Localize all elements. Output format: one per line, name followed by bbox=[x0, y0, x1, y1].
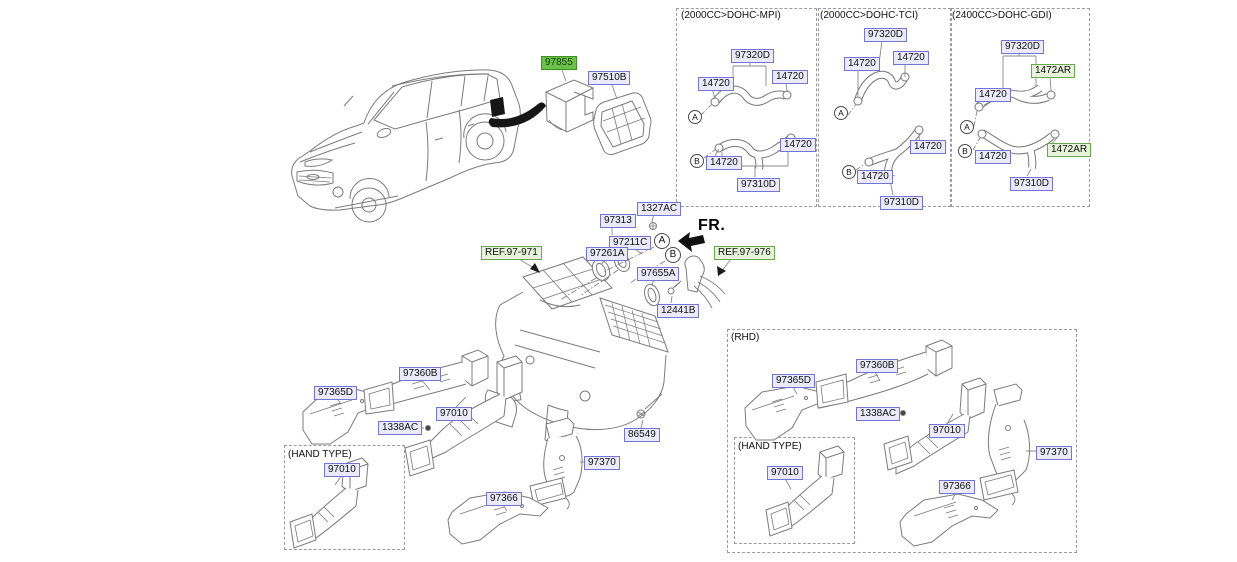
ref-label-97-976[interactable]: REF.97-976 bbox=[714, 246, 775, 260]
hand-type-header-rhd: (HAND TYPE) bbox=[738, 441, 802, 452]
rhd-header: (RHD) bbox=[731, 332, 760, 343]
part-label-14720-tci-1[interactable]: 14720 bbox=[844, 57, 880, 71]
part-label-97655A[interactable]: 97655A bbox=[637, 267, 680, 281]
part-label-14720-mpi-1[interactable]: 14720 bbox=[698, 77, 734, 91]
vehicle-drawing bbox=[291, 69, 521, 223]
marker-a-mpi: A bbox=[688, 110, 702, 124]
fr-direction-label: FR. bbox=[698, 217, 726, 234]
part-label-97310D-tci[interactable]: 97310D bbox=[880, 196, 924, 210]
part-97510B-drawing bbox=[593, 92, 652, 156]
part-label-14720-gdi-1[interactable]: 14720 bbox=[975, 88, 1011, 102]
part-label-97320D-tci[interactable]: 97320D bbox=[864, 28, 908, 42]
marker-a-gdi: A bbox=[960, 120, 974, 134]
variant-tci-hoses-drawing bbox=[853, 70, 924, 174]
variant-header-mpi: (2000CC>DOHC-MPI) bbox=[681, 10, 781, 21]
leader-lines bbox=[334, 39, 1058, 512]
part-label-97855-selected[interactable]: 97855 bbox=[541, 56, 577, 70]
part-label-97366-lhd[interactable]: 97366 bbox=[486, 492, 522, 506]
fr-arrow-icon bbox=[678, 232, 705, 252]
part-label-97010-hand-rhd[interactable]: 97010 bbox=[767, 466, 803, 480]
part-label-97366-rhd[interactable]: 97366 bbox=[939, 480, 975, 494]
part-label-97010-rhd[interactable]: 97010 bbox=[929, 424, 965, 438]
part-label-97360B-rhd[interactable]: 97360B bbox=[856, 359, 899, 373]
marker-a-center: A bbox=[654, 233, 670, 249]
part-label-14720-tci-3[interactable]: 14720 bbox=[910, 140, 946, 154]
part-label-14720-gdi-2[interactable]: 14720 bbox=[975, 150, 1011, 164]
ref-label-97-971[interactable]: REF.97-971 bbox=[481, 246, 542, 260]
part-label-1472AR-gdi-1[interactable]: 1472AR bbox=[1031, 64, 1076, 78]
hand-type-header-left: (HAND TYPE) bbox=[288, 449, 352, 460]
part-label-97360B-lhd[interactable]: 97360B bbox=[399, 367, 442, 381]
part-label-14720-mpi-2[interactable]: 14720 bbox=[772, 70, 808, 84]
part-label-97370-lhd[interactable]: 97370 bbox=[584, 456, 620, 470]
variant-box-gdi bbox=[951, 8, 1090, 207]
pointer-swoosh bbox=[488, 102, 546, 128]
part-97855-drawing bbox=[545, 79, 594, 133]
part-label-97211C[interactable]: 97211C bbox=[609, 236, 652, 250]
part-label-97261A[interactable]: 97261A bbox=[586, 247, 629, 261]
part-label-97310D-mpi[interactable]: 97310D bbox=[737, 178, 781, 192]
part-label-97010-hand-lhd[interactable]: 97010 bbox=[324, 463, 360, 477]
variant-box-mpi bbox=[676, 8, 817, 207]
rhd-box bbox=[727, 329, 1077, 553]
part-label-1338AC-rhd[interactable]: 1338AC bbox=[856, 407, 901, 421]
ducts-rhd-drawing bbox=[744, 339, 1031, 547]
variant-header-gdi: (2400CC>DOHC-GDI) bbox=[952, 10, 1052, 21]
marker-b-gdi: B bbox=[958, 144, 972, 158]
part-label-97365D-lhd[interactable]: 97365D bbox=[314, 386, 358, 400]
part-label-97320D-gdi[interactable]: 97320D bbox=[1001, 40, 1045, 54]
marker-b-mpi: B bbox=[690, 154, 704, 168]
marker-b-center: B bbox=[665, 247, 681, 263]
marker-b-tci: B bbox=[842, 165, 856, 179]
part-label-14720-tci-4[interactable]: 14720 bbox=[857, 170, 893, 184]
part-label-97510B[interactable]: 97510B bbox=[588, 71, 631, 85]
part-label-97310D-gdi[interactable]: 97310D bbox=[1010, 177, 1054, 191]
part-label-97313[interactable]: 97313 bbox=[600, 214, 636, 228]
part-label-86549[interactable]: 86549 bbox=[624, 428, 660, 442]
marker-a-tci: A bbox=[834, 106, 848, 120]
hand-type-box-rhd bbox=[734, 437, 855, 544]
part-label-12441B[interactable]: 12441B bbox=[657, 304, 700, 318]
part-label-14720-mpi-4[interactable]: 14720 bbox=[780, 138, 816, 152]
part-label-97320D-mpi[interactable]: 97320D bbox=[731, 49, 775, 63]
part-label-14720-mpi-3[interactable]: 14720 bbox=[706, 156, 742, 170]
part-label-14720-tci-2[interactable]: 14720 bbox=[893, 51, 929, 65]
part-label-97370-rhd[interactable]: 97370 bbox=[1036, 446, 1072, 460]
ducts-lhd-drawing bbox=[289, 349, 583, 549]
part-label-1327AC[interactable]: 1327AC bbox=[637, 202, 682, 216]
part-label-1472AR-gdi-2[interactable]: 1472AR bbox=[1047, 143, 1092, 157]
part-label-1338AC-lhd[interactable]: 1338AC bbox=[378, 421, 423, 435]
part-label-97010-lhd[interactable]: 97010 bbox=[436, 407, 472, 421]
variant-header-tci: (2000CC>DOHC-TCI) bbox=[820, 10, 919, 21]
part-label-97365D-rhd[interactable]: 97365D bbox=[772, 374, 816, 388]
hand-type-box-left bbox=[284, 445, 405, 550]
